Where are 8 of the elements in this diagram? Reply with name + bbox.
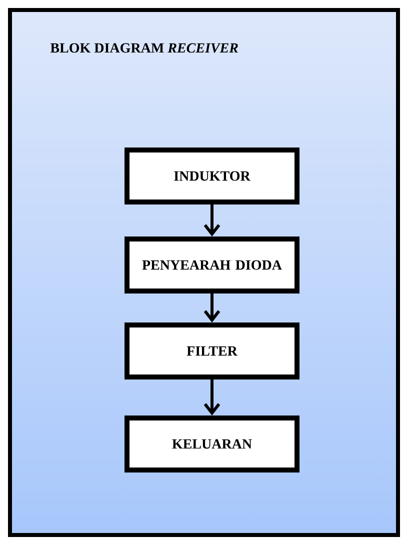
process-box: FILTER (124, 322, 300, 380)
process-box: KELUARAN (124, 416, 300, 472)
process-box: INDUKTOR (124, 148, 300, 204)
diagram-title: BLOK DIAGRAM RECEIVER (50, 43, 238, 53)
arrow (204, 294, 220, 322)
arrow (204, 204, 220, 236)
arrow (204, 380, 220, 416)
process-box: PENYEARAH DIODA (124, 236, 300, 294)
